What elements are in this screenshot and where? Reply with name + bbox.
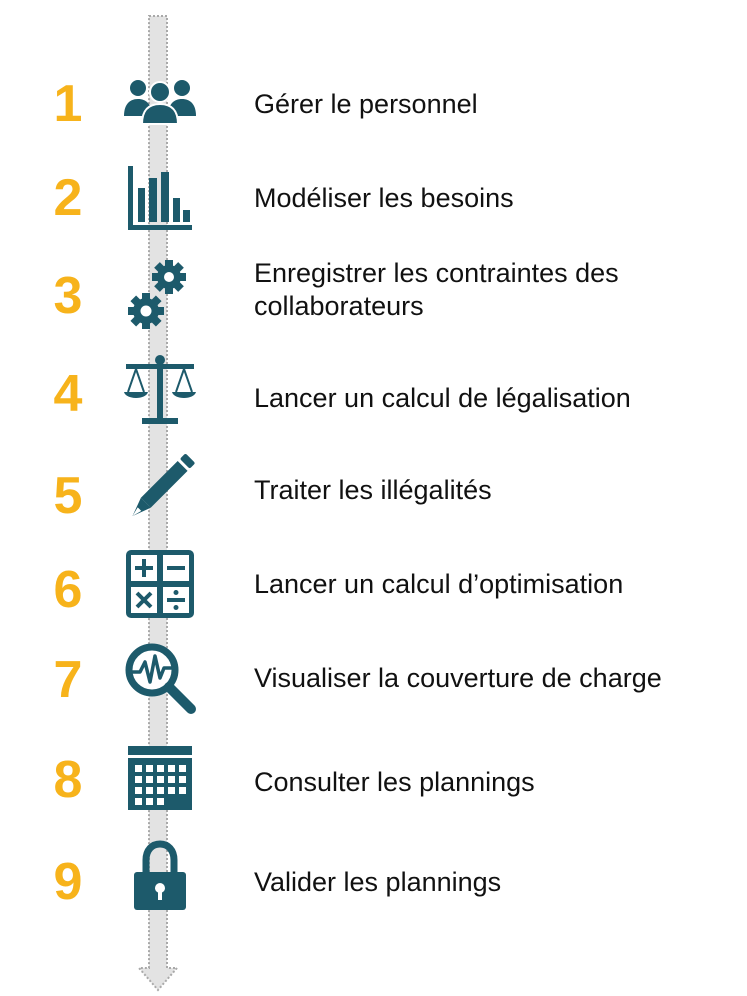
step-label: Valider les plannings xyxy=(254,867,502,897)
step-label: Lancer un calcul de légalisation xyxy=(254,383,631,413)
step-label: Visualiser la couverture de charge xyxy=(254,663,662,693)
step-label: Modéliser les besoins xyxy=(254,183,514,213)
bar-chart-icon xyxy=(118,158,202,242)
gears-icon xyxy=(118,254,202,338)
calendar-icon xyxy=(118,738,202,822)
calculator-icon xyxy=(118,544,202,628)
people-icon xyxy=(118,62,202,146)
step-number: 6 xyxy=(53,561,83,619)
pencil-icon xyxy=(118,448,202,532)
step-number: 7 xyxy=(53,651,83,709)
step-number: 3 xyxy=(53,267,83,325)
step-label: Enregistrer les contraintes des collabor… xyxy=(254,258,619,321)
step-label: Consulter les plannings xyxy=(254,767,535,797)
step-number: 9 xyxy=(53,853,83,911)
step-number: 5 xyxy=(53,467,83,525)
step-number: 8 xyxy=(53,751,83,809)
lock-icon xyxy=(118,836,202,920)
step-label: Lancer un calcul d’optimisation xyxy=(254,569,624,599)
step-label: Traiter les illégalités xyxy=(254,475,492,505)
step-number: 2 xyxy=(53,169,83,227)
magnifier-pulse-icon xyxy=(118,636,202,720)
step-number: 4 xyxy=(53,365,83,423)
step-label: Gérer le personnel xyxy=(254,89,478,119)
scales-icon xyxy=(118,350,202,434)
step-number: 1 xyxy=(53,75,83,133)
